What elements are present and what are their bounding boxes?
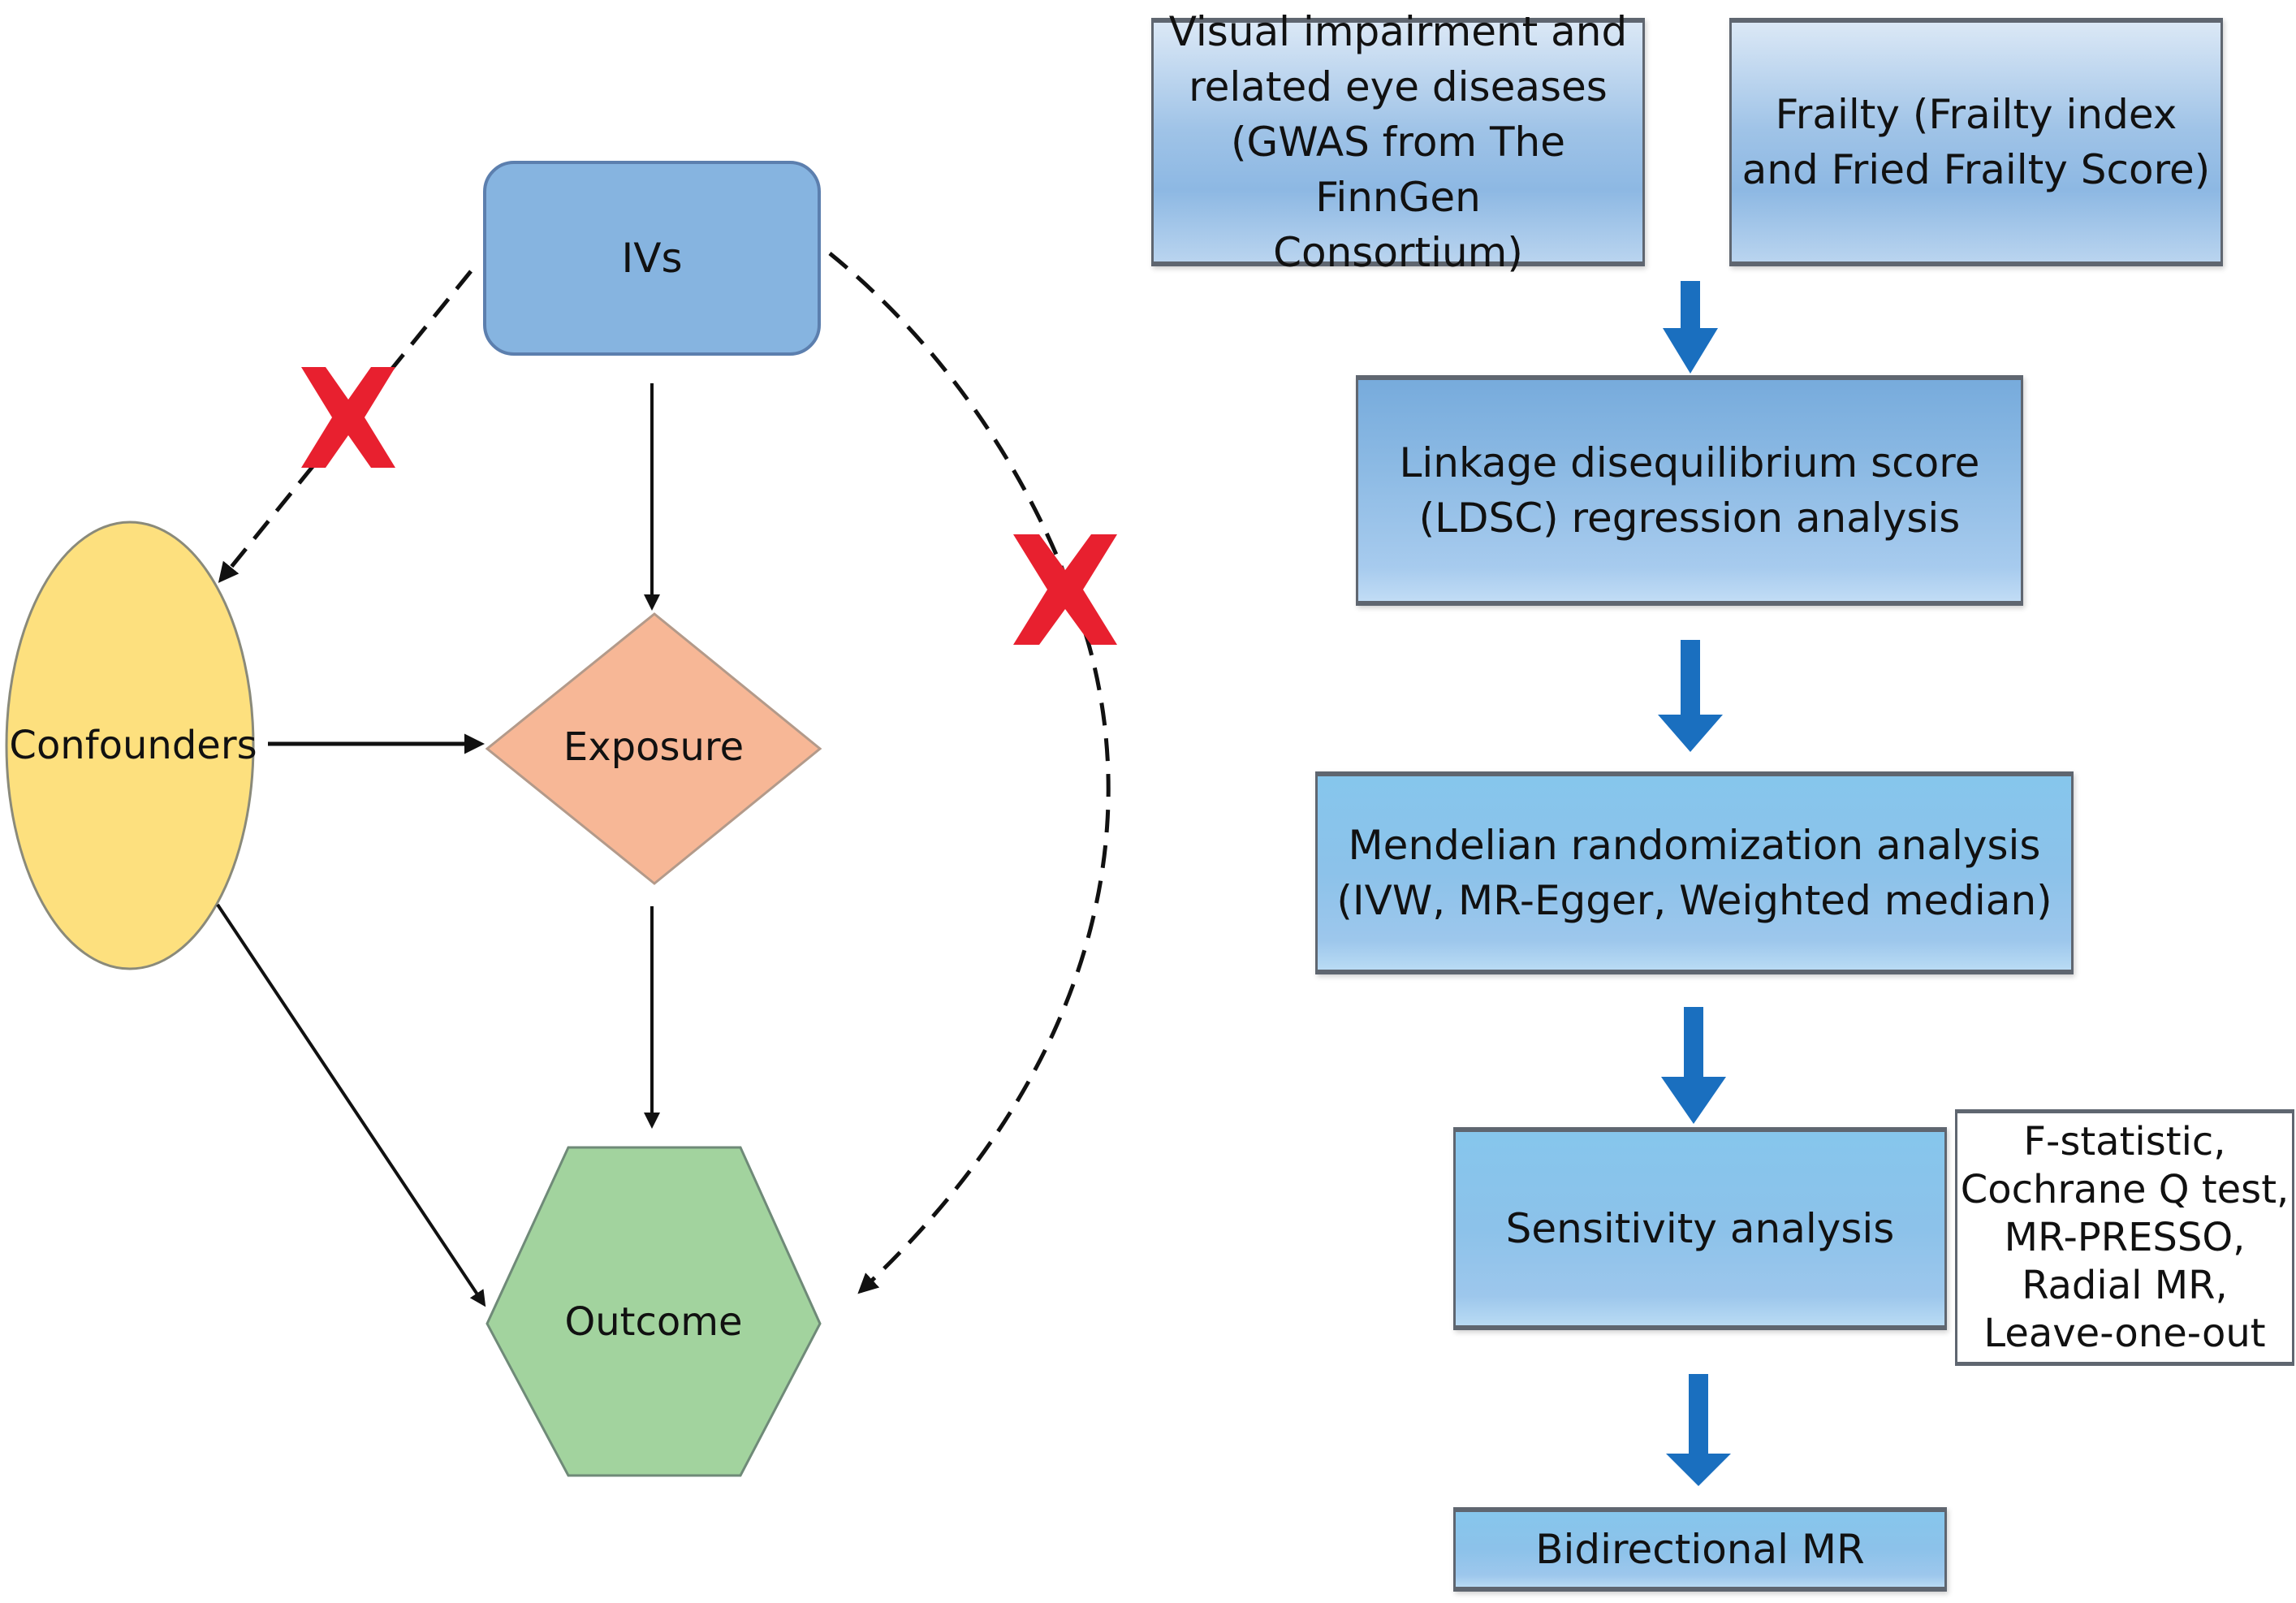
step-box-bidirectional-mr: Bidirectional MR [1453,1507,1947,1592]
flow-arrow-4 [1666,1374,1731,1486]
confounders-label: Confounders [9,723,257,768]
ivs-node: IVs [485,162,819,354]
flow-arrow-2 [1658,640,1723,752]
confounders-node-shape [5,521,255,970]
step-sensitivity-label: Sensitivity analysis [1505,1205,1895,1252]
exposure-node: Exposure [520,700,788,794]
sensitivity-methods-box: F-statistic, Cochrane Q test, MR-PRESSO,… [1955,1109,2294,1366]
input-frailty-label: Frailty (Frailty index and Fried Frailty… [1741,91,2211,193]
edge-ivs-to-outcome-dashed [828,252,1111,1294]
step-bidirectional-label: Bidirectional MR [1535,1526,1865,1573]
input-box-visual-impairment: Visual impairment and related eye diseas… [1151,8,1645,276]
ivs-label: IVs [621,235,683,282]
ivs-node-shape [483,161,821,356]
confounders-node: Confounders [3,698,263,793]
blocked-x-icon-outcome [1013,534,1117,645]
outcome-label: Outcome [564,1299,743,1345]
edge-confounders-to-outcome [216,903,486,1307]
outcome-node: Outcome [503,1275,804,1369]
step-ldsc-label: Linkage disequilibrium score (LDSC) regr… [1399,439,1980,542]
step-box-ldsc: Linkage disequilibrium score (LDSC) regr… [1356,375,2023,606]
exposure-node-shape [485,612,822,885]
sensitivity-methods-label: F-statistic, Cochrane Q test, MR-PRESSO,… [1960,1118,2290,1356]
blocked-x-icon-confounders [301,367,395,468]
outcome-node-shape [486,1146,822,1477]
exposure-label: Exposure [563,724,744,770]
input-visual-impairment-label: Visual impairment and related eye diseas… [1168,8,1628,276]
step-mr-label: Mendelian randomization analysis (IVW, M… [1336,822,2052,924]
step-box-mendelian-randomization: Mendelian randomization analysis (IVW, M… [1315,771,2074,974]
input-box-frailty: Frailty (Frailty index and Fried Frailty… [1729,18,2223,266]
flow-arrow-3 [1661,1007,1726,1124]
step-box-sensitivity: Sensitivity analysis [1453,1127,1947,1330]
flow-arrow-1 [1663,281,1718,374]
